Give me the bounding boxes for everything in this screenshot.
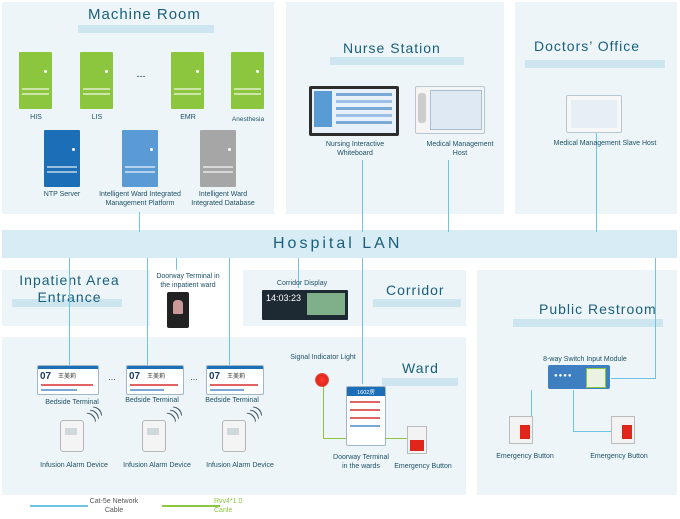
rvv-cable-signal-h — [323, 438, 347, 439]
infusion-alarm-2-label: Infusion Alarm Device — [123, 462, 191, 469]
bedside-2-number: 07 — [129, 371, 141, 382]
nurse-station-title-bar — [330, 57, 464, 65]
legend-rvv-cable-label: Rvv4*1.0 Canle — [214, 498, 243, 514]
bedside-terminal-1: 07 王美莉 — [37, 365, 99, 395]
network-cable-doctors-office — [596, 132, 597, 232]
infusion-alarm-3-label: Infusion Alarm Device — [206, 462, 274, 469]
server-integrated-database — [200, 130, 236, 187]
ward-title: Ward — [402, 360, 439, 376]
network-cable-bed3 — [229, 258, 230, 368]
machine-room-title-bar — [78, 25, 214, 33]
nursing-whiteboard — [309, 86, 399, 136]
ward-panel — [2, 337, 466, 495]
switch-wire-down-1 — [531, 390, 532, 432]
rvv-cable-signal — [323, 385, 324, 439]
switch-wire-h-2 — [573, 431, 624, 432]
switch-input-module: ●●●● — [548, 365, 610, 389]
bedside-terminal-2: 07 王美莉 — [126, 365, 184, 395]
corridor-display: 14:03:23 — [262, 290, 348, 320]
bedside-3-number: 07 — [209, 371, 221, 382]
legend-rvv-cable-line — [162, 505, 220, 507]
restroom-title: Public Restroom — [539, 301, 657, 317]
bedside-terminal-2-label: Bedside Terminal — [125, 397, 179, 404]
network-cable-doorway-inpatient — [176, 258, 177, 270]
bedside-terminal-3: 07 王美莉 — [206, 365, 264, 395]
server-management-platform-label: Intelligent Ward Integrated Management P… — [99, 191, 181, 207]
infusion-alarm-1 — [60, 420, 84, 452]
doorway-terminal-ward: 1602房 — [346, 386, 386, 446]
corridor-display-label: Corridor Display — [276, 280, 328, 287]
doctors-office-title-bar — [525, 60, 665, 68]
server-ntp — [44, 130, 80, 187]
server-anesthesia — [231, 52, 264, 109]
inpatient-entrance-panel — [2, 270, 150, 326]
server-integrated-database-label: Intelligent Ward Integrated Database — [191, 191, 255, 207]
ellipsis-2: ... — [190, 372, 198, 382]
corridor-display-time: 14:03:23 — [266, 293, 302, 303]
ward-title-bar — [382, 378, 458, 386]
inpatient-title-bar — [12, 299, 122, 307]
bedside-2-name: 王美莉 — [147, 374, 166, 380]
network-cable-ward-doorway — [362, 258, 363, 384]
machine-room-title: Machine Room — [88, 6, 201, 23]
doorway-room-number: 1602房 — [357, 390, 375, 396]
restroom-emergency-button-1-label: Emergency Button — [496, 453, 554, 460]
doorway-terminal-inpatient — [167, 292, 189, 328]
bedside-terminal-1-label: Bedside Terminal — [45, 399, 99, 406]
bedside-1-number: 07 — [40, 371, 52, 382]
server-emr — [171, 52, 204, 109]
medical-management-host — [415, 86, 485, 134]
infusion-alarm-3 — [222, 420, 246, 452]
restroom-title-bar — [513, 319, 663, 327]
restroom-emergency-button-2-label: Emergency Button — [590, 453, 648, 460]
server-his — [19, 52, 52, 109]
network-cable-entrance — [69, 258, 70, 368]
server-ellipsis: --- — [136, 71, 146, 81]
server-ntp-label: NTP Server — [43, 191, 81, 198]
doorway-terminal-ward-label: Doorway Terminal in the wards — [333, 454, 389, 470]
rvv-cable-emergency-h — [386, 438, 408, 439]
legend-network-cable-line — [30, 505, 88, 507]
infusion-alarm-2 — [142, 420, 166, 452]
network-cable-bed2 — [147, 258, 148, 368]
switch-module-label: 8-way Switch Input Module — [543, 356, 627, 363]
server-emr-label: EMR — [180, 114, 196, 121]
slave-host-label: Medical Management Slave Host — [553, 140, 657, 147]
ward-emergency-button-label: Emergency Button — [394, 463, 452, 470]
server-his-label: HIS — [30, 114, 42, 121]
doorway-inpatient-label: Doorway Terminal in the inpatient ward — [156, 273, 220, 289]
bedside-1-name: 王美莉 — [58, 374, 77, 380]
bedside-3-name: 王美莉 — [227, 374, 246, 380]
legend-network-cable-label: Cat-5e Network Cable — [89, 498, 139, 514]
network-cable-restroom — [655, 258, 656, 378]
corridor-title: Corridor — [386, 282, 445, 298]
signal-light-label: Signal Indicator Light — [290, 354, 356, 361]
hospital-lan-band — [2, 230, 677, 258]
hospital-lan-label: Hospital LAN — [273, 235, 403, 252]
infusion-alarm-1-label: Infusion Alarm Device — [40, 462, 108, 469]
server-lis — [80, 52, 113, 109]
ellipsis-1: ... — [108, 372, 116, 382]
doctors-office-title: Doctors’ Office — [534, 38, 641, 54]
corridor-title-bar — [373, 299, 461, 307]
server-lis-label: LIS — [91, 114, 103, 121]
server-anesthesia-label: Anesthesia — [231, 116, 265, 123]
nurse-station-title: Nurse Station — [343, 40, 441, 56]
nursing-whiteboard-label: Nursing Interactive Whiteboard — [325, 141, 385, 157]
switch-wire-down-2 — [573, 390, 574, 432]
signal-indicator-light-icon — [315, 373, 329, 387]
medical-management-host-label: Medical Management Host — [426, 141, 494, 157]
server-management-platform — [122, 130, 158, 187]
network-cable-machine-room — [139, 212, 140, 232]
restroom-emergency-button-2 — [611, 416, 635, 444]
medical-management-slave-host — [566, 95, 622, 133]
bedside-terminal-3-label: Bedside Terminal — [205, 397, 259, 404]
ward-emergency-button — [407, 426, 427, 454]
network-cable-nurse-station — [448, 160, 449, 232]
network-cable-restroom-h — [611, 378, 656, 379]
restroom-emergency-button-1 — [509, 416, 533, 444]
network-cable-nurse-whiteboard — [362, 160, 363, 232]
network-cable-corridor — [298, 258, 299, 288]
